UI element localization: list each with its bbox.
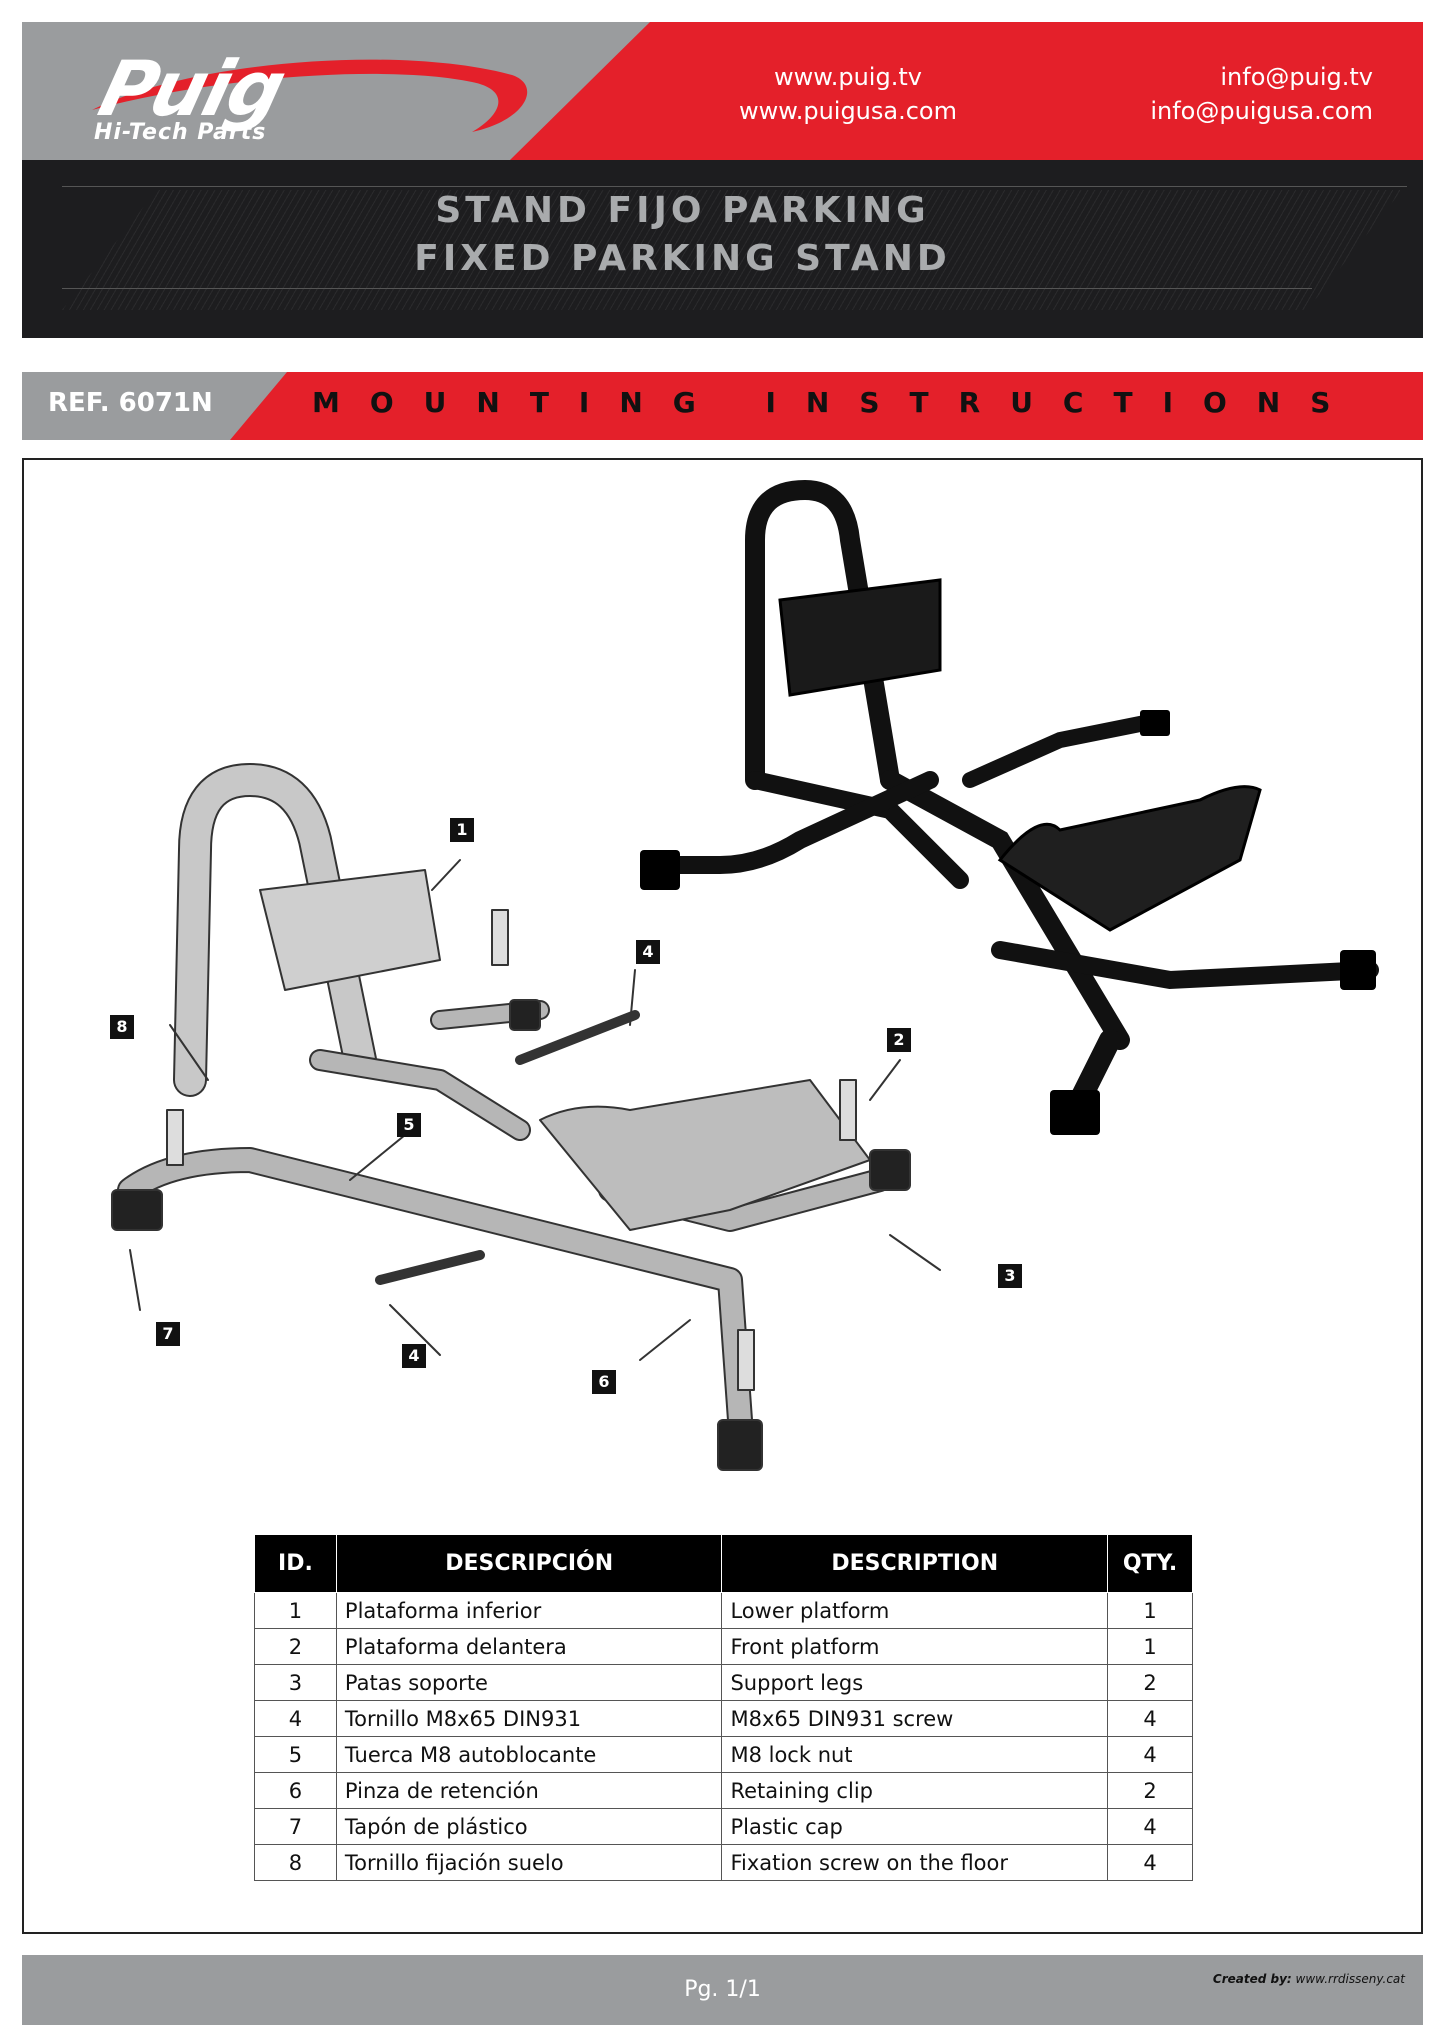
header-description: DESCRIPTION (721, 1534, 1109, 1593)
header-qty: QTY. (1107, 1534, 1193, 1593)
cell-es: Plataforma delantera (335, 1628, 723, 1665)
title-spanish: STAND FIJO PARKING (435, 190, 930, 231)
callout-2: 2 (887, 1028, 911, 1052)
cell-id: 3 (254, 1664, 337, 1701)
cell-en: Retaining clip (721, 1772, 1109, 1809)
cell-en: Lower platform (721, 1592, 1109, 1629)
title-band-hatch (62, 190, 1402, 310)
cell-id: 1 (254, 1592, 337, 1629)
email-link-1[interactable]: info@puig.tv (1220, 63, 1373, 91)
page-number: Pg. 1/1 (684, 1977, 761, 2002)
cell-es: Tuerca M8 autoblocante (335, 1736, 723, 1773)
cell-id: 6 (254, 1772, 337, 1809)
title-band-rule-bottom (62, 288, 1312, 289)
table-row: 6 Pinza de retención Retaining clip 2 (254, 1772, 1193, 1809)
cell-qty: 4 (1107, 1736, 1193, 1773)
table-row: 4 Tornillo M8x65 DIN931 M8x65 DIN931 scr… (254, 1700, 1193, 1737)
callout-7: 7 (156, 1322, 180, 1346)
cell-qty: 2 (1107, 1772, 1193, 1809)
cell-qty: 2 (1107, 1664, 1193, 1701)
header-descripcion: DESCRIPCIÓN (335, 1534, 723, 1593)
callout-5: 5 (397, 1113, 421, 1137)
reference-bar: REF. 6071N MOUNTING INSTRUCTIONS (22, 372, 1423, 440)
cell-qty: 1 (1107, 1628, 1193, 1665)
callout-4-top: 4 (636, 940, 660, 964)
cell-es: Pinza de retención (335, 1772, 723, 1809)
cell-qty: 4 (1107, 1844, 1193, 1881)
website-link-2[interactable]: www.puigusa.com (739, 97, 957, 125)
header: Puig Hi-Tech Parts www.puig.tv www.puigu… (22, 22, 1423, 160)
credit: Created by: www.rrdisseny.cat (1213, 1972, 1405, 1986)
cell-es: Patas soporte (335, 1664, 723, 1701)
puig-logo: Puig Hi-Tech Parts (72, 44, 542, 150)
table-row: 2 Plataforma delantera Front platform 1 (254, 1628, 1193, 1665)
cell-qty: 4 (1107, 1700, 1193, 1737)
reference-number: REF. 6071N (48, 388, 213, 418)
logo-tagline: Hi-Tech Parts (94, 120, 267, 145)
email-link-2[interactable]: info@puigusa.com (1150, 97, 1373, 125)
cell-id: 5 (254, 1736, 337, 1773)
cell-es: Plataforma inferior (335, 1592, 723, 1629)
table-header-row: ID. DESCRIPCIÓN DESCRIPTION QTY. (254, 1534, 1193, 1593)
cell-en: M8 lock nut (721, 1736, 1109, 1773)
cell-en: M8x65 DIN931 screw (721, 1700, 1109, 1737)
cell-id: 7 (254, 1808, 337, 1845)
exploded-diagram (111, 763, 941, 1471)
table-row: 7 Tapón de plástico Plastic cap 4 (254, 1808, 1193, 1845)
cell-es: Tapón de plástico (335, 1808, 723, 1845)
table-row: 3 Patas soporte Support legs 2 (254, 1664, 1193, 1701)
cell-en: Fixation screw on the floor (721, 1844, 1109, 1881)
cell-id: 2 (254, 1628, 337, 1665)
cell-es: Tornillo fijación suelo (335, 1844, 723, 1881)
website-link-1[interactable]: www.puig.tv (774, 63, 922, 91)
credit-label: Created by: (1212, 1972, 1292, 1986)
product-photo (640, 480, 1379, 1135)
cell-id: 4 (254, 1700, 337, 1737)
cell-qty: 4 (1107, 1808, 1193, 1845)
cell-en: Plastic cap (721, 1808, 1109, 1845)
title-english: FIXED PARKING STAND (414, 238, 951, 279)
title-band-rule-top (62, 186, 1407, 187)
cell-es: Tornillo M8x65 DIN931 (335, 1700, 723, 1737)
parts-table: ID. DESCRIPCIÓN DESCRIPTION QTY. 1 Plata… (254, 1534, 1193, 1881)
cell-en: Front platform (721, 1628, 1109, 1665)
logo-swoosh-icon (92, 59, 528, 132)
table-row: 5 Tuerca M8 autoblocante M8 lock nut 4 (254, 1736, 1193, 1773)
table-row: 1 Plataforma inferior Lower platform 1 (254, 1592, 1193, 1629)
callout-6: 6 (592, 1370, 616, 1394)
table-row: 8 Tornillo fijación suelo Fixation screw… (254, 1844, 1193, 1881)
header-id: ID. (254, 1534, 337, 1593)
mounting-instructions-heading: MOUNTING INSTRUCTIONS (312, 386, 1361, 419)
credit-site[interactable]: www.rrdisseny.cat (1295, 1972, 1405, 1986)
cell-qty: 1 (1107, 1592, 1193, 1629)
cell-id: 8 (254, 1844, 337, 1881)
title-band: STAND FIJO PARKING FIXED PARKING STAND (22, 160, 1423, 338)
cell-en: Support legs (721, 1664, 1109, 1701)
callout-8: 8 (110, 1015, 134, 1039)
callout-1: 1 (450, 818, 474, 842)
callout-4-bottom: 4 (402, 1344, 426, 1368)
footer: Pg. 1/1 Created by: www.rrdisseny.cat (22, 1955, 1423, 2025)
callout-3: 3 (998, 1264, 1022, 1288)
